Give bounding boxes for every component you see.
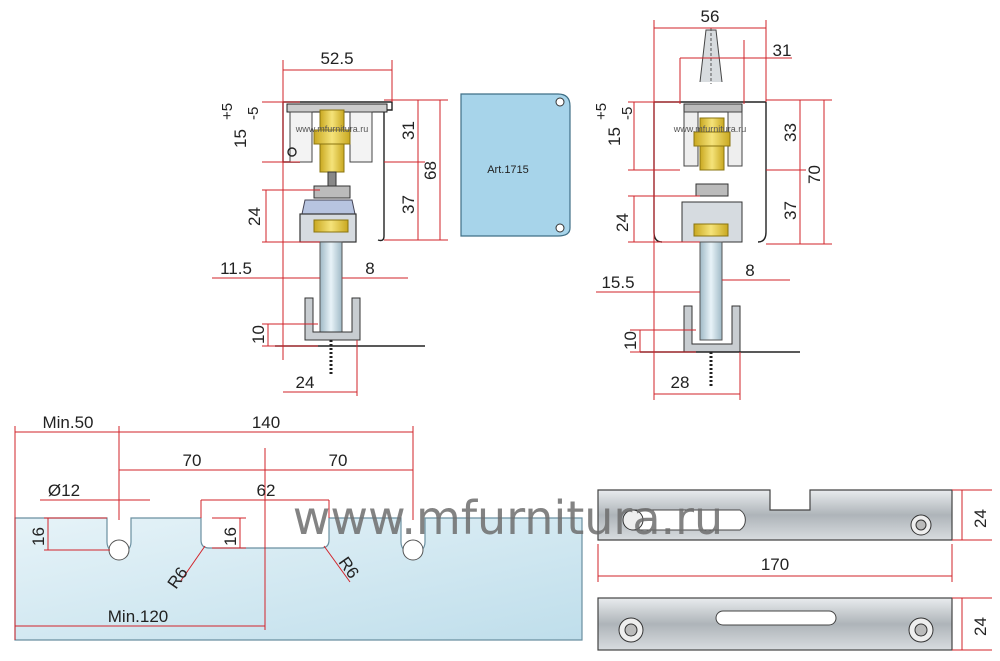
dim-70-b: 70 — [329, 451, 348, 470]
dim-10-right: 10 — [621, 331, 640, 350]
dim-70-right: 70 — [805, 165, 824, 184]
glass-panel: Min.50 140 70 70 Ø12 62 16 16 R6 R6 Min.… — [14, 413, 583, 641]
dim-11-5: 11.5 — [220, 259, 252, 278]
dim-8-right: 8 — [745, 261, 754, 280]
left-section: 52.5 15 +5 -5 31 68 37 24 11.5 8 10 24 w… — [212, 49, 448, 396]
dim-min120: Min.120 — [108, 607, 168, 626]
dim-15-sub-right: -5 — [619, 107, 636, 120]
art-panel: Art.1715 — [460, 93, 571, 237]
left-hanger — [299, 199, 361, 376]
left-watermark: www.mfurnitura.ru — [295, 124, 369, 134]
dim-31-left: 31 — [399, 121, 418, 140]
dim-15-5: 15.5 — [601, 273, 634, 292]
dim-8-left: 8 — [365, 259, 374, 278]
right-rail-profile — [653, 28, 767, 388]
dim-24-plate-b: 24 — [971, 617, 990, 636]
dim-15-sub-left: -5 — [245, 107, 262, 120]
dim-70-a: 70 — [183, 451, 202, 470]
right-watermark: www.mfurnitura.ru — [673, 124, 747, 134]
dim-15-left: 15 — [231, 129, 250, 148]
dim-min50: Min.50 — [42, 413, 93, 432]
dim-10-left: 10 — [249, 325, 268, 344]
dim-31-right: 31 — [773, 41, 792, 60]
dim-170: 170 — [761, 555, 789, 574]
dim-16-b: 16 — [221, 527, 240, 546]
dim-16-a: 16 — [29, 527, 48, 546]
right-section: 56 31 15 +5 -5 33 70 37 24 15.5 8 10 — [593, 7, 832, 400]
dim-52-5: 52.5 — [320, 49, 353, 68]
left-rail-profile — [282, 101, 393, 242]
art-label: Art.1715 — [487, 164, 529, 176]
dim-15-sup-right: +5 — [593, 103, 610, 120]
watermark-big: www.mfurnitura.ru — [293, 491, 723, 545]
dim-24-left-horiz: 24 — [296, 373, 315, 392]
dim-56: 56 — [701, 7, 720, 26]
dim-24-left-vert: 24 — [245, 207, 264, 226]
dim-37-left: 37 — [399, 195, 418, 214]
dim-24-right-vert: 24 — [613, 213, 632, 232]
dim-33: 33 — [781, 123, 800, 142]
dim-140: 140 — [252, 413, 280, 432]
dim-diameter-12: Ø12 — [48, 481, 80, 500]
dim-28: 28 — [671, 373, 690, 392]
plate-bottom — [597, 597, 953, 651]
plates: 170 24 24 — [597, 489, 992, 651]
dim-24-plate-a: 24 — [971, 509, 990, 528]
plate-top — [597, 489, 953, 541]
dim-15-sup-left: +5 — [219, 103, 236, 120]
dim-37-right: 37 — [781, 201, 800, 220]
dim-15-right: 15 — [605, 127, 624, 146]
dim-68: 68 — [421, 161, 440, 180]
dim-62: 62 — [257, 481, 276, 500]
